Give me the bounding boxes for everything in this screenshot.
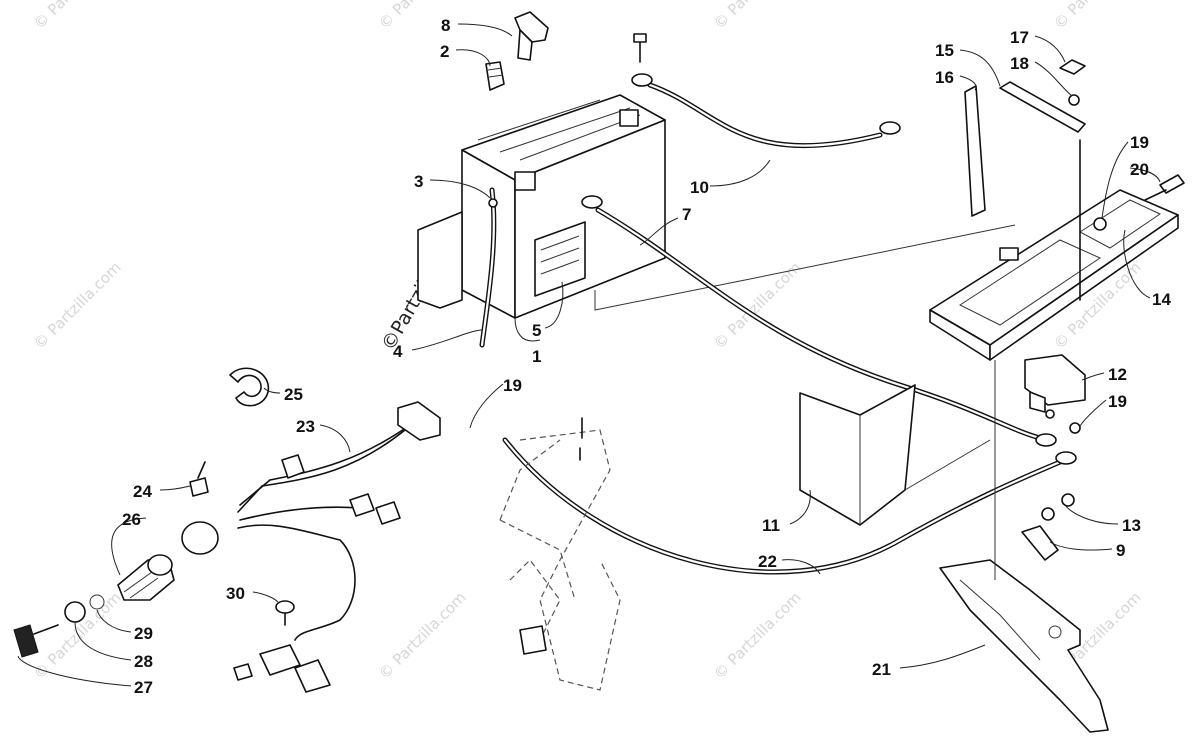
callout-2: 2 (440, 42, 449, 61)
callout-22: 22 (758, 552, 777, 571)
tray-nut (1093, 217, 1107, 231)
callout-8: 8 (441, 16, 450, 35)
callout-9: 9 (1116, 541, 1125, 560)
watermark: © Partzilla.com (710, 0, 805, 33)
watermark: © Partzilla.com (375, 0, 470, 33)
watermark: © Partzilla.com (375, 588, 470, 683)
callout-1: 1 (532, 347, 541, 366)
watermark: © Partzilla.com (1050, 0, 1145, 33)
callout-21: 21 (872, 660, 891, 679)
battery-cable-negative (631, 33, 901, 149)
callout-23: 23 (296, 417, 315, 436)
ignition-key (13, 624, 59, 658)
terminal-cap (514, 11, 549, 61)
starter-motor (499, 417, 621, 691)
switch-nut (64, 601, 86, 623)
fuse-cap (275, 600, 295, 614)
guide-lines (594, 224, 1016, 311)
hold-down-bracket (964, 81, 1086, 217)
vent-elbow (485, 61, 505, 91)
solenoid (1024, 354, 1086, 419)
callout-24: 24 (133, 482, 152, 501)
diode-connector (189, 461, 209, 497)
callout-13: 13 (1122, 516, 1141, 535)
watermark: © Partzilla.com (710, 588, 805, 683)
solenoid-nut (1069, 422, 1081, 434)
callout-12: 12 (1108, 365, 1127, 384)
switch-washer (89, 594, 105, 610)
callout-19-solenoid: 19 (1108, 392, 1127, 411)
washer (1068, 94, 1080, 106)
callout-18: 18 (1010, 54, 1029, 73)
callout-4: 4 (393, 342, 403, 361)
terminal-nut (1041, 507, 1055, 521)
terminal-nut (1061, 493, 1075, 507)
battery-cover (799, 384, 991, 526)
watermark: © Partzilla.com (30, 258, 125, 353)
callout-7: 7 (682, 205, 691, 224)
battery-cable-positive (581, 195, 1057, 447)
callout-19-tray: 19 (1130, 133, 1149, 152)
callout-25: 25 (284, 385, 303, 404)
callout-20: 20 (1130, 160, 1149, 179)
callout-17: 17 (1010, 28, 1029, 47)
callout-5: 5 (532, 321, 541, 340)
wing-nut (1059, 59, 1086, 75)
battery-tray (929, 189, 1179, 361)
callout-26: 26 (122, 510, 141, 529)
wiring-harness (233, 401, 441, 693)
callout-15: 15 (935, 41, 954, 60)
callout-labels: 1 2 3 4 5 7 8 9 10 11 12 13 14 15 16 17 … (122, 16, 1171, 697)
ignition-switch (117, 521, 219, 601)
callout-3: 3 (414, 172, 423, 191)
battery (417, 94, 666, 319)
callout-14: 14 (1152, 290, 1171, 309)
callout-11: 11 (762, 516, 780, 535)
starter-cable (502, 437, 1077, 575)
callout-27: 27 (134, 678, 153, 697)
vent-fitting (488, 198, 498, 208)
harness-clamp (229, 367, 270, 407)
callout-29: 29 (134, 624, 153, 643)
mount-bracket (939, 559, 1109, 733)
terminal-boot (1021, 525, 1059, 561)
leader-lines (17, 23, 1161, 687)
callout-19-starter: 19 (503, 376, 522, 395)
callout-10: 10 (690, 178, 709, 197)
callout-30: 30 (226, 584, 245, 603)
tray-bolt (1144, 174, 1185, 201)
watermark: © Partzilla.com (30, 0, 125, 33)
callout-28: 28 (134, 652, 153, 671)
callout-16: 16 (935, 68, 954, 87)
